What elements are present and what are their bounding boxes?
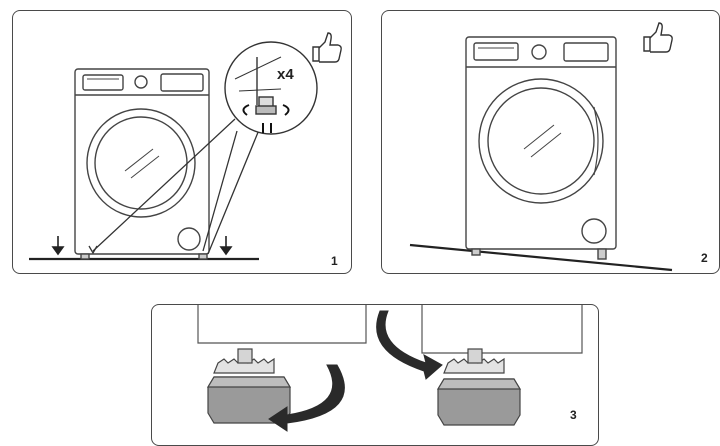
curved-arrow-icon [269,311,442,431]
step-number: 3 [570,408,577,422]
thumbs-up-icon [313,33,341,62]
lock-nut-icon [438,379,520,425]
callout-lines [89,119,261,254]
panel-step-1: x4 1 [12,10,352,274]
step-2-illustration [382,11,719,273]
panel-step-3: 3 [151,304,599,446]
adjustable-foot-icon [214,349,274,373]
thumbs-up-icon [644,23,672,52]
step-number: 2 [701,251,708,265]
washing-machine-icon [75,69,209,259]
step-1-illustration [13,11,351,273]
adjustable-foot-icon [225,42,317,134]
panel-step-2: 2 [381,10,720,274]
step-3-illustration [152,305,598,445]
step-number: 1 [331,254,338,268]
quantity-label: x4 [277,66,294,83]
washing-machine-icon [466,37,616,259]
